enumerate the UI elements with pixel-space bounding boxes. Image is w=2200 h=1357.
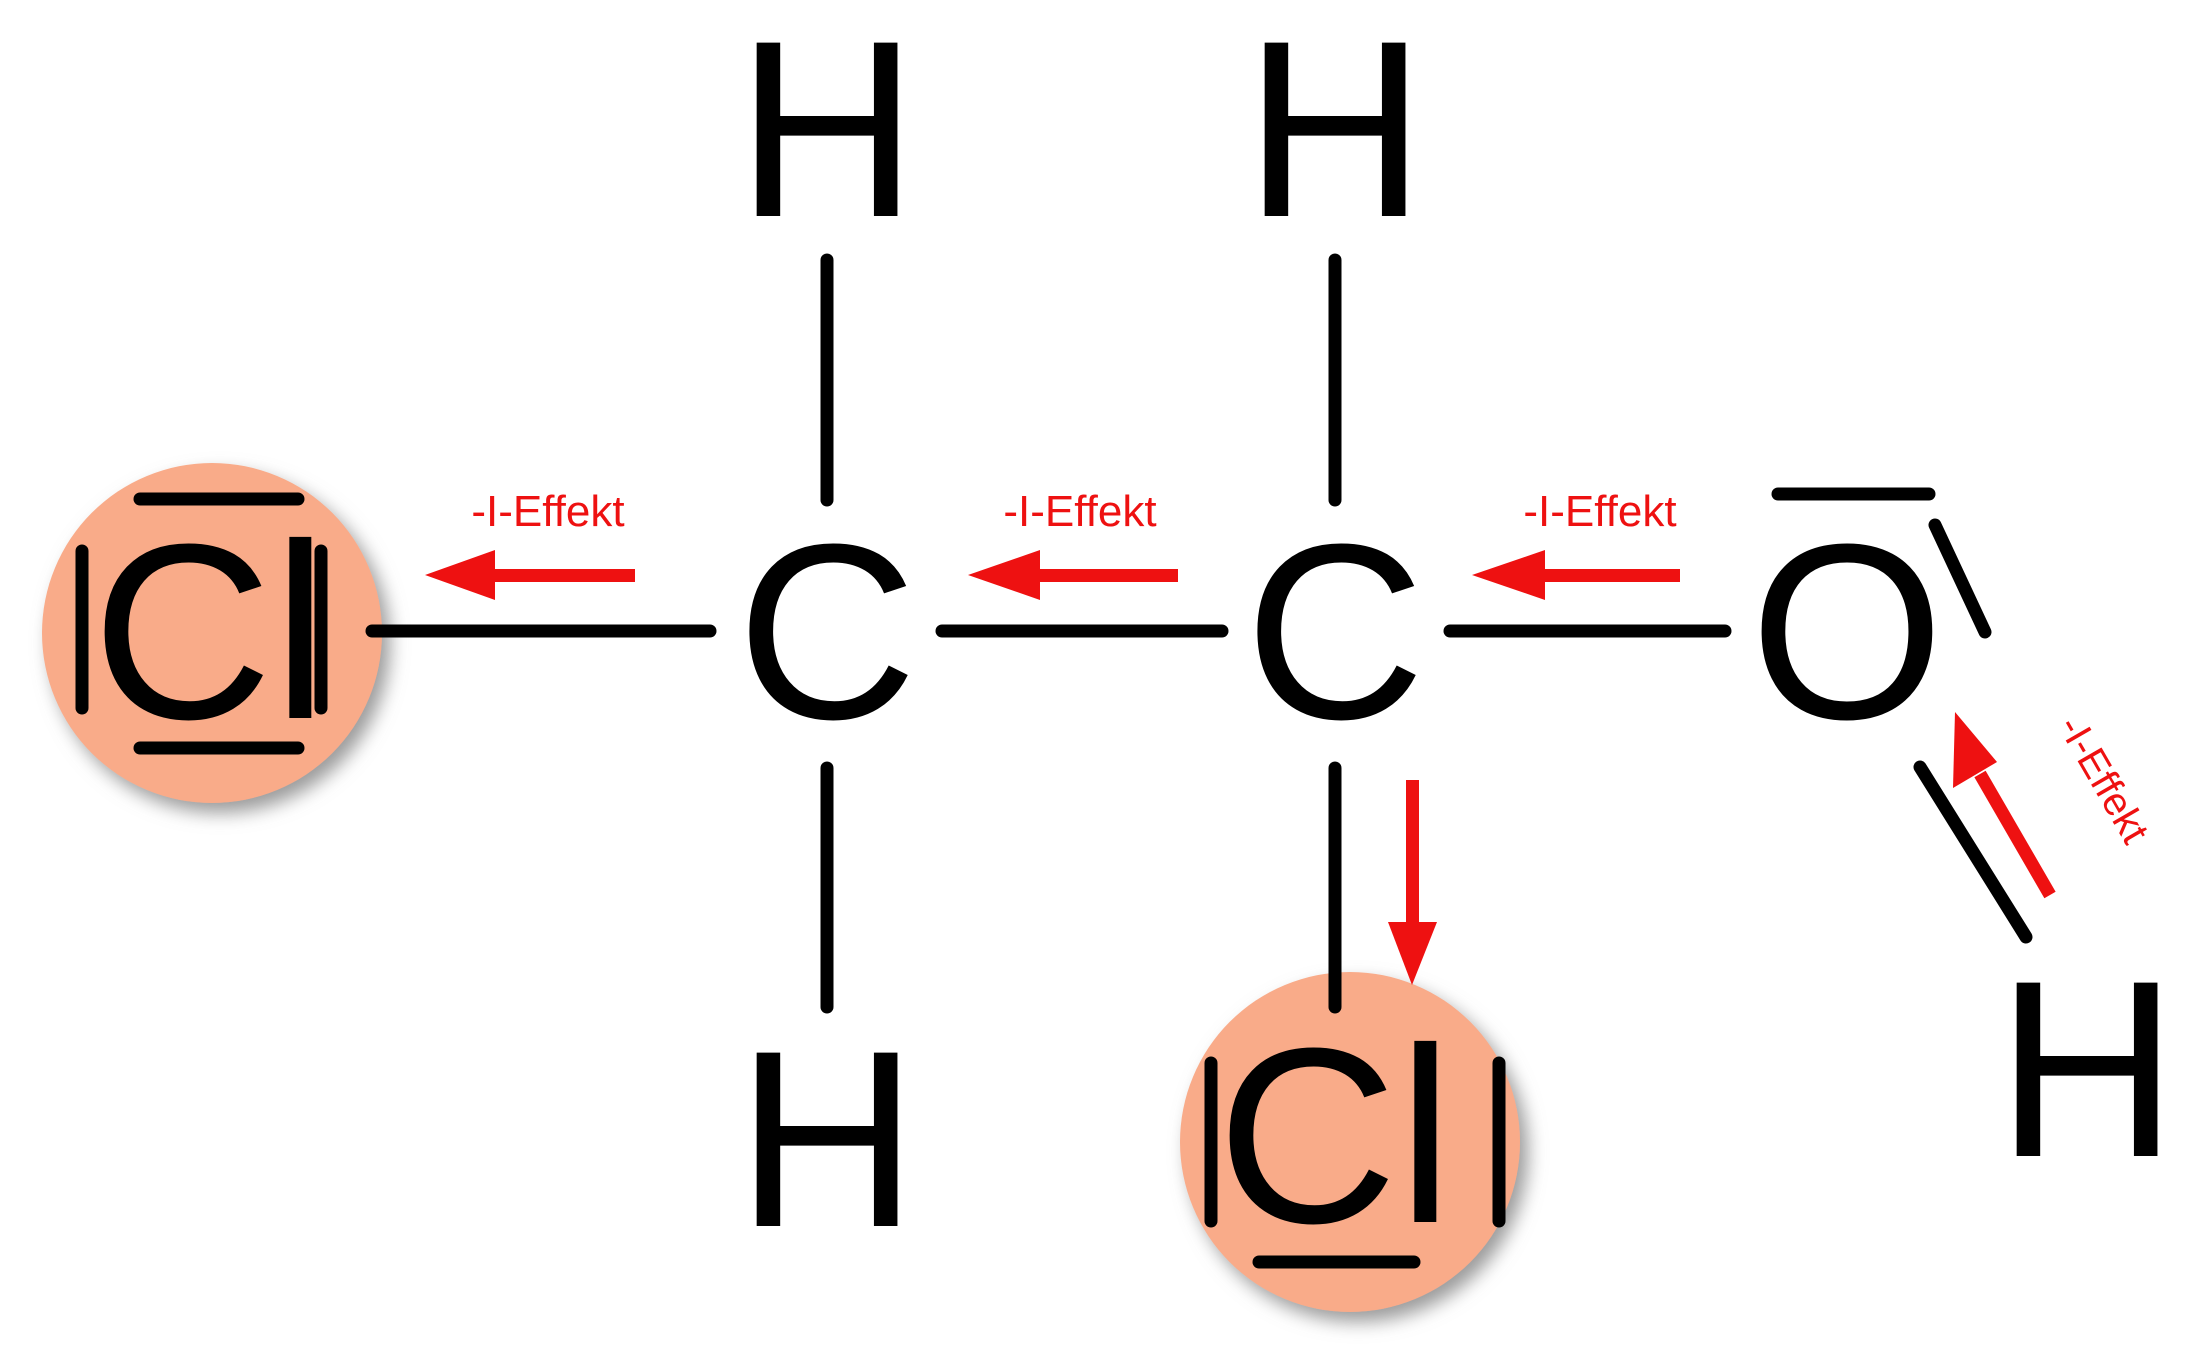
atom-cl-bottom: Cl <box>1217 996 1453 1275</box>
effekt-arrow-1 <box>425 550 635 600</box>
effekt-label-2: -I-Effekt <box>1003 487 1156 536</box>
atom-h-top-right: H <box>1244 0 1426 270</box>
inductive-effect-arrows <box>425 550 2056 985</box>
effekt-arrow-4 <box>1388 780 1437 985</box>
effekt-arrow-2 <box>968 550 1178 600</box>
effekt-label-1: -I-Effekt <box>471 487 624 536</box>
effekt-label-3: -I-Effekt <box>1523 487 1676 536</box>
atom-cl-left: Cl <box>92 492 328 771</box>
effekt-arrow-3 <box>1472 550 1680 600</box>
atoms: C C O H H H H Cl Cl <box>92 0 2178 1280</box>
atom-c-left: C <box>737 492 918 771</box>
chlorine-halo-left <box>42 463 382 803</box>
lone-pair-o-right <box>1928 518 1992 639</box>
effekt-arrow-5 <box>1953 712 2056 899</box>
atom-h-top-left: H <box>736 0 918 270</box>
lone-pairs <box>75 487 1992 1269</box>
atom-c-right: C <box>1245 492 1426 771</box>
chlorine-halo-bottom <box>1180 972 1520 1312</box>
effekt-label-4: -I-Effekt <box>2049 708 2157 851</box>
atom-o: O <box>1750 492 1944 771</box>
bonds <box>365 253 2033 1014</box>
bond-o-h <box>1913 760 2033 944</box>
atom-h-oh: H <box>1996 929 2178 1210</box>
atom-h-bottom-left: H <box>736 999 918 1280</box>
